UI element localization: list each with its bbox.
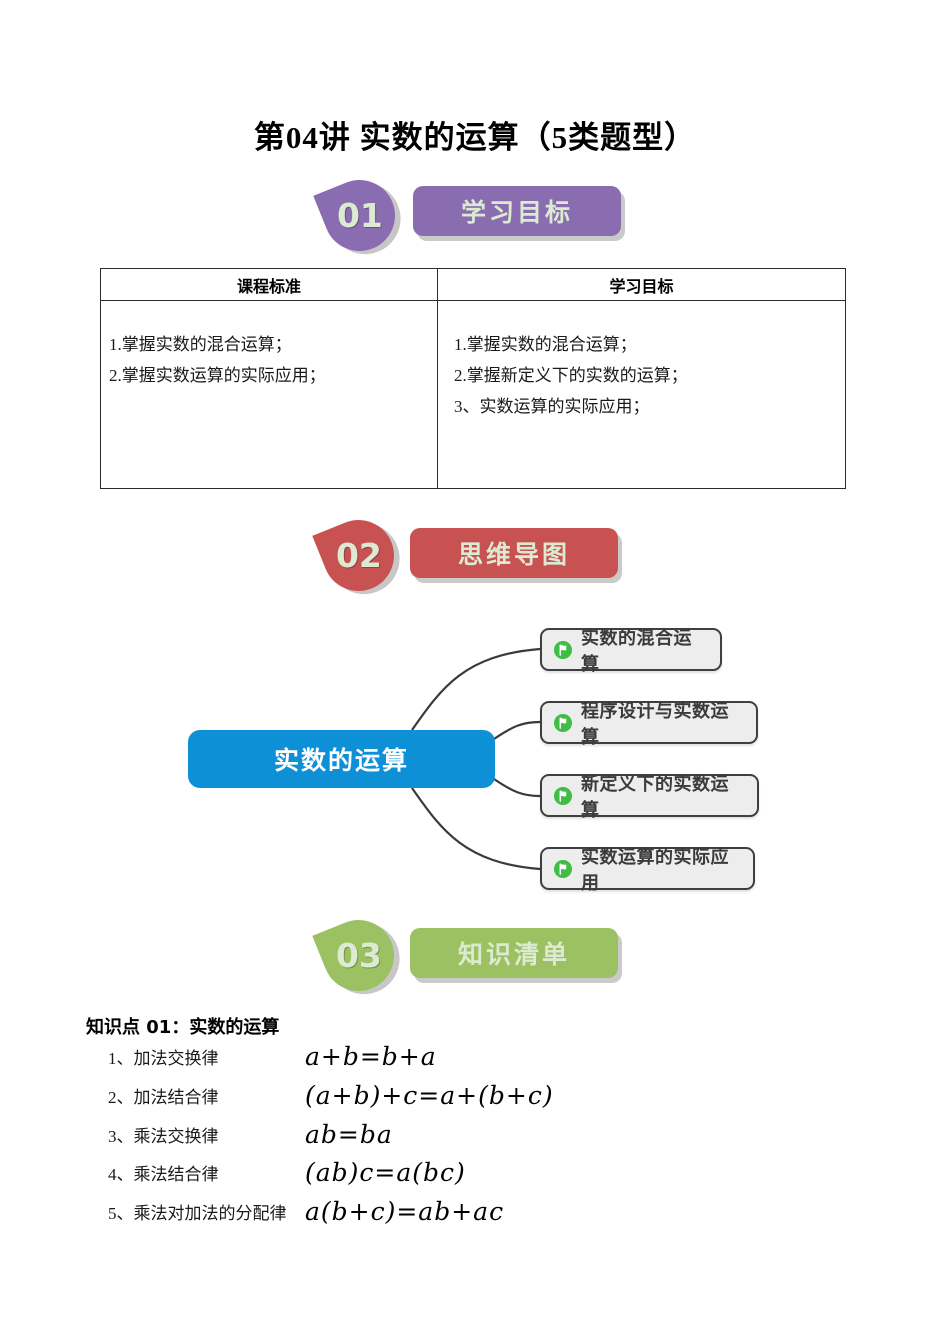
flag-icon: [554, 713, 572, 732]
law-formula: (a+b)+c=a+(b+c): [305, 1080, 554, 1110]
learning-goal-cell: 1.掌握实数的混合运算； 2.掌握新定义下的实数的运算； 3、实数运算的实际应用…: [437, 300, 846, 489]
branch-label: 实数的混合运算: [581, 627, 692, 675]
learning-goal-line: 1.掌握实数的混合运算；: [454, 335, 637, 354]
table-header-row: 课程标准 学习目标: [100, 268, 846, 301]
law-formula: a+b=b+a: [305, 1041, 437, 1071]
law-formula: ab=ba: [305, 1119, 393, 1149]
section-01-banner: 学习目标: [413, 186, 621, 236]
mindmap-branch-node: 实数的混合运算: [540, 628, 722, 675]
law-label: 1、加法交换律: [108, 1048, 219, 1068]
section-02-label: 思维导图: [457, 540, 570, 569]
law-formula: a(b+c)=ab+ac: [305, 1196, 505, 1226]
section-03-number: 03: [335, 936, 382, 975]
section-03-banner: 知识清单: [410, 928, 618, 978]
section-01-number: 01: [336, 196, 383, 235]
law-formula: (ab)c=a(bc): [305, 1157, 466, 1187]
section-02-number: 02: [335, 536, 382, 575]
table-header-learning-goal: 学习目标: [437, 268, 846, 301]
branch-label: 实数运算的实际应用: [581, 846, 729, 894]
connector-branch-1: [411, 647, 541, 731]
connector-branch-3: [493, 778, 541, 798]
law-row: 2、加法结合律 (a+b)+c=a+(b+c): [108, 1075, 554, 1115]
flag-icon: [554, 859, 572, 878]
law-row: 5、乘法对加法的分配律 a(b+c)=ab+ac: [108, 1191, 504, 1231]
course-standard-line: 1.掌握实数的混合运算；: [109, 335, 292, 354]
section-02-badge: 02: [312, 509, 405, 602]
law-row: 1、加法交换律 a+b=b+a: [108, 1036, 437, 1076]
table-header-course-standard: 课程标准: [100, 268, 438, 301]
section-02-banner: 思维导图: [410, 528, 618, 578]
mindmap: 实数的运算 实数的混合运算 程序设计与实数运算 新定: [150, 615, 810, 905]
mindmap-branch-node: 程序设计与实数运算: [540, 701, 758, 748]
course-standard-line: 2.掌握实数运算的实际应用；: [109, 366, 326, 385]
table-body-row: 1.掌握实数的混合运算； 2.掌握实数运算的实际应用； 1.掌握实数的混合运算；…: [100, 300, 846, 489]
branch-label: 程序设计与实数运算: [581, 700, 729, 748]
mindmap-center-label: 实数的运算: [273, 746, 409, 775]
flag-icon: [554, 640, 572, 659]
mindmap-center-node: 实数的运算: [188, 730, 495, 788]
section-01-label: 学习目标: [460, 198, 573, 227]
law-label: 2、加法结合律: [108, 1087, 219, 1107]
learning-goal-line: 2.掌握新定义下的实数的运算；: [454, 366, 688, 385]
connector-branch-4: [411, 787, 541, 871]
course-standard-cell: 1.掌握实数的混合运算； 2.掌握实数运算的实际应用；: [100, 300, 438, 489]
mindmap-connectors: [411, 647, 541, 871]
branch-label: 新定义下的实数运算: [581, 773, 729, 821]
law-label: 5、乘法对加法的分配律: [108, 1203, 287, 1223]
flag-icon: [554, 786, 572, 805]
section-03-badge: 03: [312, 909, 405, 1002]
section-03-label: 知识清单: [457, 940, 570, 969]
page-title: 第04讲 实数的运算（5类题型）: [253, 120, 697, 155]
mindmap-branch-node: 实数运算的实际应用: [540, 847, 755, 894]
law-label: 4、乘法结合律: [108, 1164, 219, 1184]
law-row: 3、乘法交换律 ab=ba: [108, 1114, 393, 1154]
law-row: 4、乘法结合律 (ab)c=a(bc): [108, 1152, 466, 1192]
law-label: 3、乘法交换律: [108, 1126, 219, 1146]
learning-goal-line: 3、实数运算的实际应用；: [454, 397, 650, 416]
mindmap-branch-node: 新定义下的实数运算: [540, 774, 759, 821]
goals-table: 课程标准 学习目标 1.掌握实数的混合运算； 2.掌握实数运算的实际应用； 1.…: [100, 268, 846, 489]
knowledge-point-heading: 知识点 01：实数的运算: [86, 1017, 280, 1038]
connector-branch-2: [493, 720, 541, 740]
section-01-badge: 01: [313, 169, 406, 262]
